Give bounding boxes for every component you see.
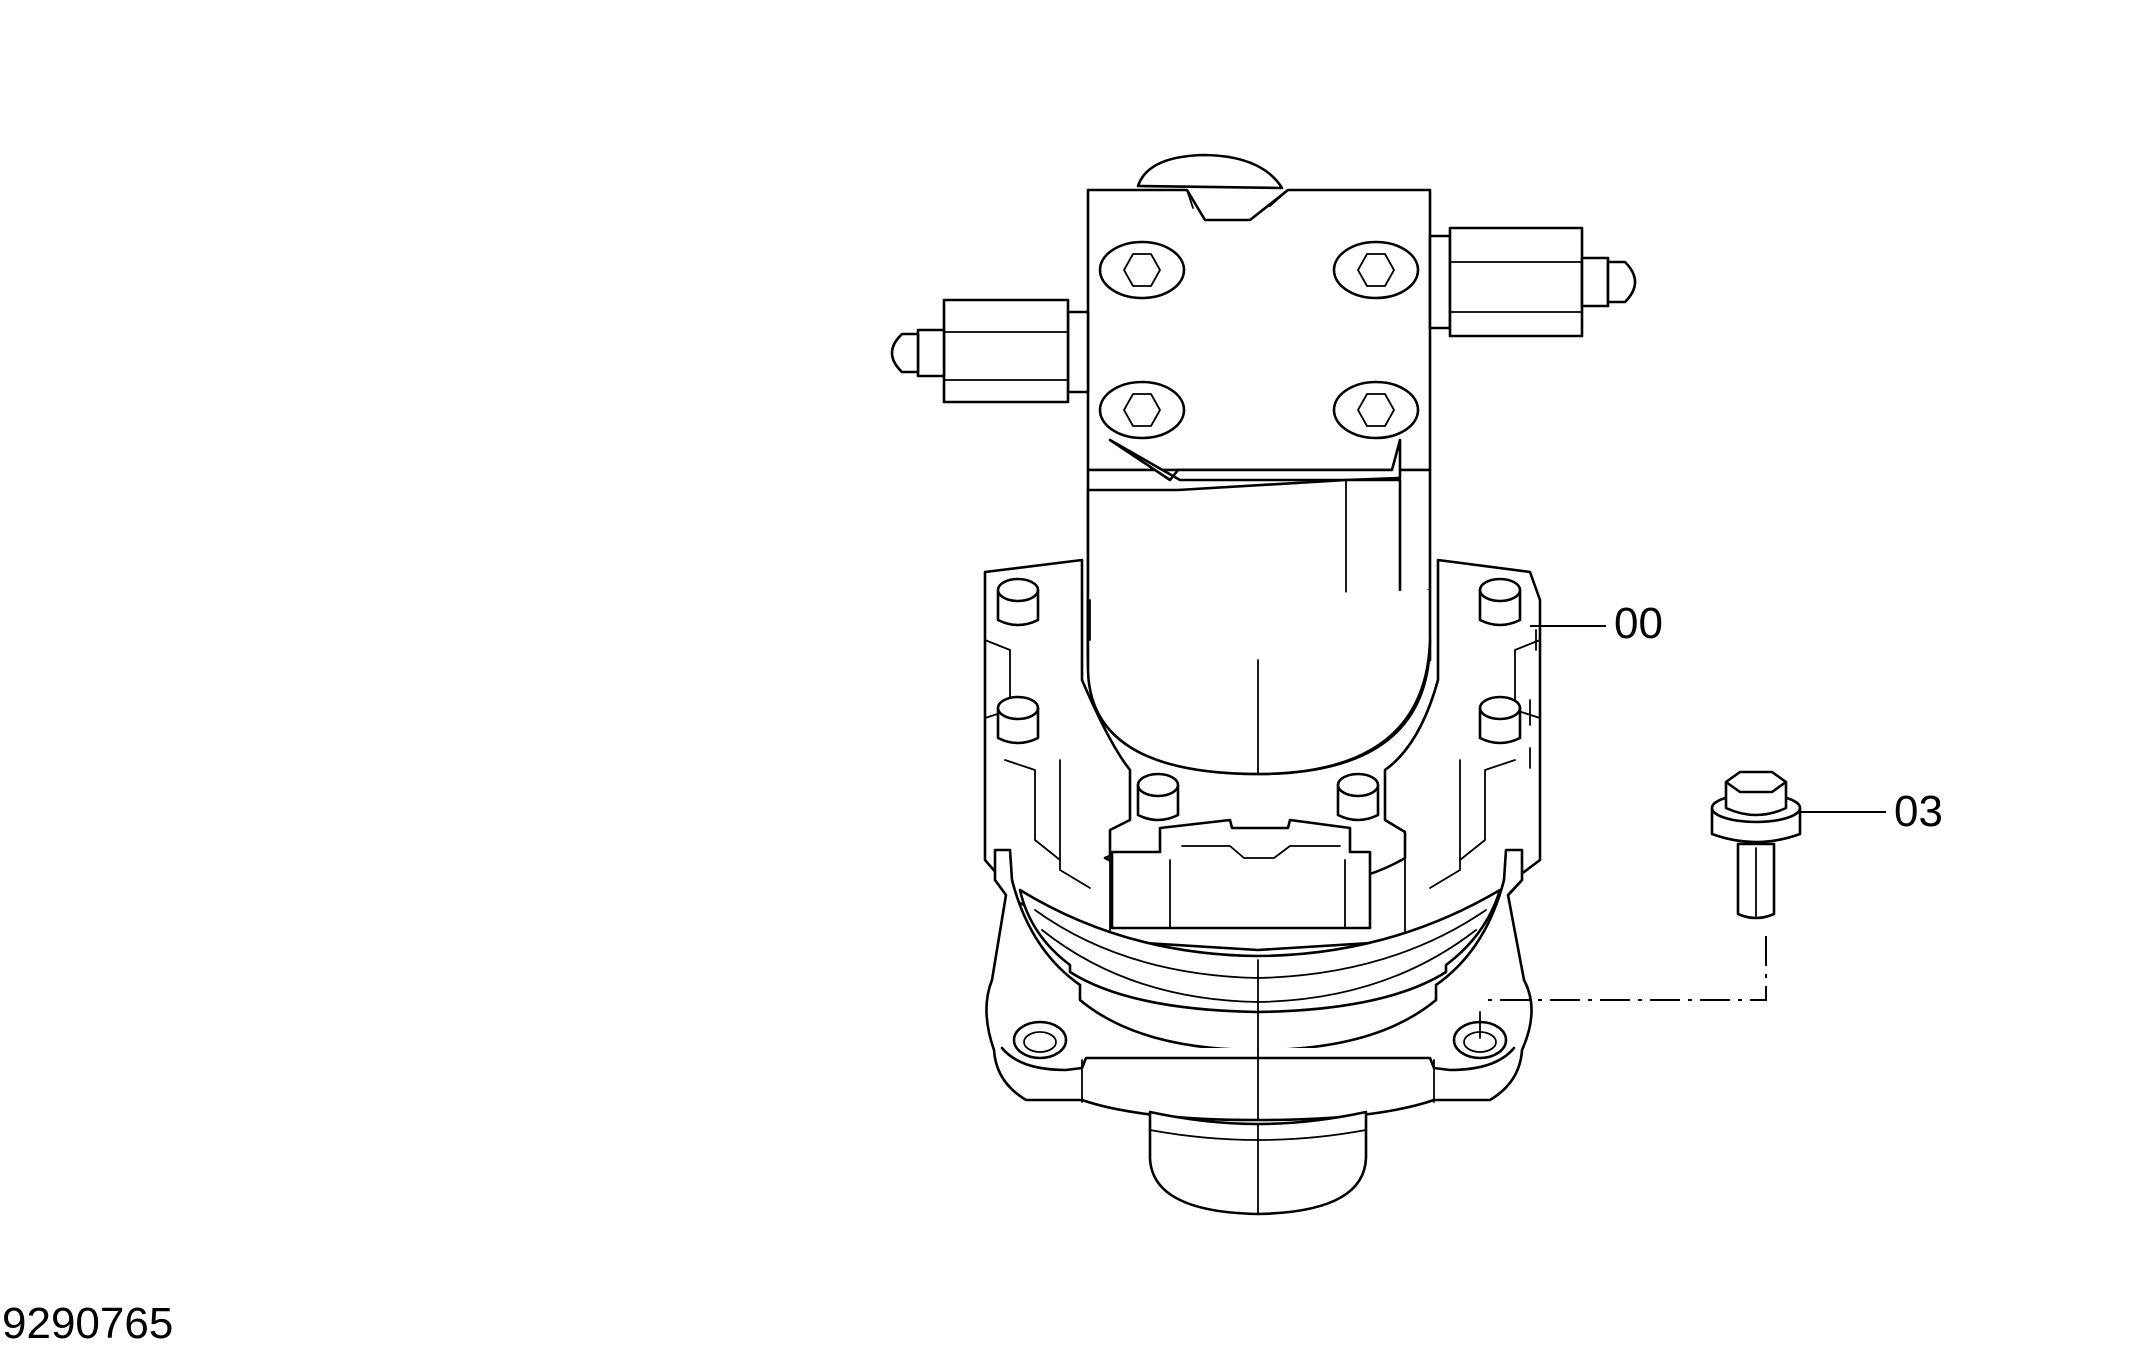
callout-03: 03 xyxy=(1894,787,1943,836)
drawing-number: 9290765 xyxy=(2,1299,174,1348)
valve-block-top xyxy=(1086,188,1432,472)
mounting-holes xyxy=(1012,1011,1508,1060)
left-fitting xyxy=(890,298,1090,404)
flange-bolt-03 xyxy=(1710,770,1802,920)
flange-bolt-heads xyxy=(996,577,1522,822)
valve-block-bolts xyxy=(1098,240,1420,440)
right-fitting xyxy=(1428,226,1637,338)
assembly-centerline xyxy=(1480,936,1767,1001)
callout-00: 00 xyxy=(1614,599,1663,648)
motor-assembly xyxy=(890,153,1637,1216)
top-dome xyxy=(1136,153,1284,190)
center-mount-block xyxy=(1110,818,1372,930)
